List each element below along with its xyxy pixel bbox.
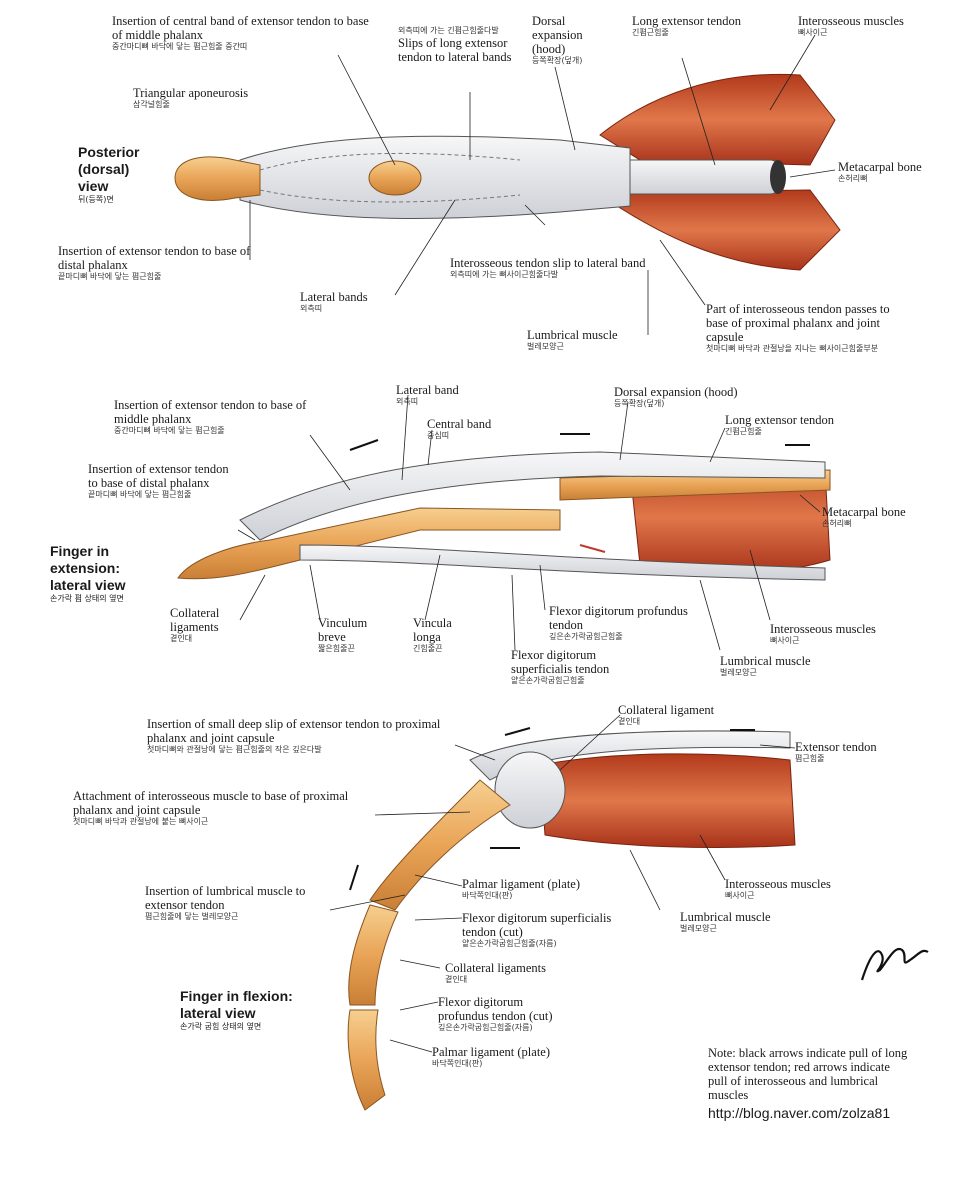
- extension-view-drawing: [177, 433, 831, 581]
- flexion-view-drawing: [347, 727, 796, 1111]
- arrow-black-6: [349, 864, 359, 891]
- interosseous-muscle-upper: [599, 73, 836, 166]
- proximal-phalanx-flexion: [369, 779, 511, 911]
- distal-phalanx-posterior: [174, 156, 261, 201]
- label-interosseous-tendon-part: Part of interosseous tendon passes to ba…: [706, 302, 890, 353]
- arrow-black-1: [349, 439, 379, 451]
- label-central-band-insertion: Insertion of central band of extensor te…: [112, 14, 369, 51]
- distal-phalanx-flexion: [347, 1009, 386, 1111]
- metacarpal-head-flexion: [494, 751, 566, 829]
- extensor-tendon-posterior: [239, 135, 631, 220]
- label-palmar-ligament-1: Palmar ligament (plate)바닥쪽인대(판): [462, 877, 581, 900]
- note-text: Note: black arrows indicate pull of long…: [708, 1046, 908, 1102]
- label-fds-cut: Flexor digitorum superficialis tendon (c…: [462, 911, 612, 948]
- middle-phalanx-posterior: [368, 160, 422, 196]
- label-lumbrical-insertion: Insertion of lumbrical muscle to extenso…: [145, 884, 306, 921]
- lateral-band-lines: [259, 152, 521, 203]
- netter-signature-mark: [860, 947, 929, 981]
- source-url[interactable]: http://blog.naver.com/zolza81: [708, 1105, 891, 1121]
- interosseous-muscle-lower: [598, 189, 841, 271]
- arrow-legend-note: Note: black arrows indicate pull of long…: [708, 1046, 948, 1120]
- label-interosseous-tendon-slip: Interosseous tendon slip to lateral band…: [450, 256, 646, 279]
- flexor-tendons-extension: [299, 544, 826, 581]
- label-interosseous-attachment: Attachment of interosseous muscle to bas…: [73, 789, 349, 826]
- phalanges-extension: [177, 507, 561, 580]
- arrow-black-4: [504, 727, 531, 736]
- label-palmar-ligament-2: Palmar ligament (plate)바닥쪽인대(판): [432, 1045, 551, 1068]
- label-dorsal-expansion-extension: Dorsal expansion (hood)등쪽확장(덮개): [614, 385, 738, 408]
- interosseous-muscles-flexion: [539, 753, 796, 849]
- arrow-red-1: [579, 544, 606, 553]
- posterior-view-drawing: [174, 73, 841, 271]
- label-small-deep-slip: Insertion of small deep slip of extensor…: [147, 717, 441, 754]
- leader-lines: [237, 34, 836, 1053]
- label-fdp-cut: Flexor digitorum profundus tendon (cut)깊…: [438, 995, 553, 1032]
- label-extensor-insertion-distal: Insertion of extensor tendon to base of …: [58, 244, 251, 281]
- metacarpal-head-posterior: [770, 160, 786, 194]
- middle-phalanx-flexion: [348, 904, 399, 1006]
- label-extensor-insertion-middle: Insertion of extensor tendon to base of …: [114, 398, 307, 435]
- extensor-tendon-extension: [239, 451, 826, 541]
- label-dorsal-expansion-posterior: Dorsal expansion (hood)등쪽확장(덮개): [532, 14, 583, 65]
- label-extensor-insertion-distal-ext: Insertion of extensor tendon to base of …: [88, 462, 229, 499]
